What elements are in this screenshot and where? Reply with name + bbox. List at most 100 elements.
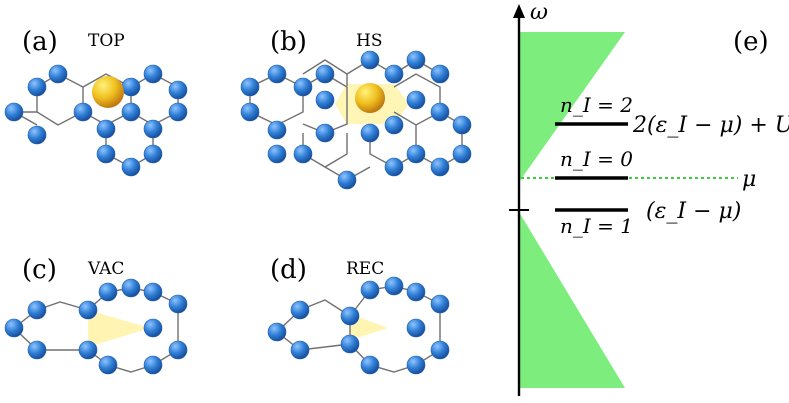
bond xyxy=(13,301,89,329)
energy-n1-label: (ε_I − μ) xyxy=(646,199,741,224)
carbon-atom xyxy=(73,102,93,122)
panel-a-label: TOP xyxy=(88,31,125,51)
carbon-atom xyxy=(384,115,404,135)
carbon-atom xyxy=(96,119,116,139)
carbon-atom xyxy=(452,144,472,164)
carbon-atom xyxy=(430,64,450,84)
occupation-n2-label: n_I = 2 xyxy=(560,93,633,117)
carbon-atom xyxy=(78,340,98,360)
occupation-n1-label: n_I = 1 xyxy=(560,214,633,238)
carbon-atom xyxy=(27,125,47,145)
axis-arrowhead xyxy=(513,4,525,18)
carbon-atom xyxy=(98,282,118,302)
carbon-atom xyxy=(267,64,287,84)
carbon-atom xyxy=(360,280,380,300)
carbon-atom xyxy=(121,102,141,122)
carbon-atom xyxy=(384,276,404,296)
reconstruction-highlight xyxy=(350,314,388,340)
carbon-atom xyxy=(143,119,163,139)
panel-b-label: HS xyxy=(356,31,382,51)
carbon-atom xyxy=(430,102,450,122)
carbon-atom xyxy=(290,340,310,360)
carbon-atom xyxy=(168,294,188,314)
carbon-atom xyxy=(121,278,141,298)
carbon-atom xyxy=(340,334,360,354)
panel-b: (b) HS xyxy=(240,27,472,190)
panel-c: (c) VAC xyxy=(4,255,188,375)
panel-d-lattice xyxy=(267,276,450,375)
carbon-atom xyxy=(406,50,426,70)
carbon-atom xyxy=(360,355,380,375)
carbon-atom xyxy=(360,50,380,70)
carbon-atom xyxy=(293,144,313,164)
panel-b-lattice xyxy=(240,50,472,190)
carbon-atom xyxy=(168,80,188,100)
panel-d-label: REC xyxy=(346,259,384,279)
carbon-atom xyxy=(168,102,188,122)
carbon-atom xyxy=(98,355,118,375)
panel-d-tag: (d) xyxy=(270,255,307,285)
carbon-atom xyxy=(27,340,47,360)
carbon-atom xyxy=(315,90,335,110)
carbon-atom xyxy=(240,102,260,122)
carbon-atom xyxy=(143,318,163,338)
panel-d: (d) REC xyxy=(267,255,450,375)
carbon-atom xyxy=(406,144,426,164)
carbon-atom xyxy=(430,157,450,177)
carbon-atom xyxy=(121,157,141,177)
carbon-atom xyxy=(121,77,141,97)
carbon-atom xyxy=(143,64,163,84)
panel-c-lattice xyxy=(4,278,188,375)
carbon-atom xyxy=(4,102,24,122)
carbon-atom xyxy=(384,157,404,177)
carbon-atom xyxy=(290,300,310,320)
upper-band xyxy=(519,32,625,182)
carbon-atom xyxy=(315,123,335,143)
omega-axis-label: ω xyxy=(530,0,548,25)
carbon-atom xyxy=(384,64,404,84)
carbon-atom xyxy=(406,90,426,110)
panel-a-lattice xyxy=(4,64,188,177)
bond xyxy=(276,331,351,351)
bond xyxy=(302,59,348,86)
carbon-atom xyxy=(406,282,426,302)
carbon-atom xyxy=(452,115,472,135)
panel-e: ω (e) n_I = 2 n_I = 0 n_I = 1 2(ε_I − μ)… xyxy=(509,0,789,396)
carbon-atom xyxy=(430,340,450,360)
panel-c-tag: (c) xyxy=(22,255,57,285)
carbon-atom xyxy=(240,77,260,97)
carbon-atom xyxy=(430,294,450,314)
vacancy-highlight xyxy=(88,310,150,347)
adatom xyxy=(92,76,124,108)
carbon-atom xyxy=(48,64,68,84)
carbon-atom xyxy=(96,144,116,164)
carbon-atom xyxy=(360,123,380,143)
carbon-atom xyxy=(406,355,426,375)
adatom xyxy=(355,83,385,113)
bond xyxy=(393,73,441,126)
panel-a: (a) TOP xyxy=(4,27,188,177)
carbon-atom xyxy=(293,77,313,97)
carbon-atom xyxy=(143,282,163,302)
carbon-atom xyxy=(406,318,426,338)
carbon-atom xyxy=(267,120,287,140)
carbon-atom xyxy=(4,318,24,338)
carbon-atom xyxy=(27,77,47,97)
carbon-atom xyxy=(143,355,163,375)
carbon-atom xyxy=(267,322,287,342)
fermi-level-label: μ xyxy=(742,167,756,192)
carbon-atom xyxy=(143,144,163,164)
energy-n2-label: 2(ε_I − μ) + U xyxy=(632,113,789,138)
panel-a-tag: (a) xyxy=(22,27,58,57)
carbon-atom xyxy=(168,340,188,360)
occupation-n0-label: n_I = 0 xyxy=(560,147,633,171)
lower-band xyxy=(519,212,625,388)
panel-e-tag: (e) xyxy=(733,27,769,57)
carbon-atom xyxy=(78,300,98,320)
bond xyxy=(276,299,351,333)
carbon-atom xyxy=(267,144,287,164)
bond xyxy=(13,327,88,351)
carbon-atom xyxy=(337,170,357,190)
panel-c-label: VAC xyxy=(87,259,124,279)
carbon-atom xyxy=(27,300,47,320)
